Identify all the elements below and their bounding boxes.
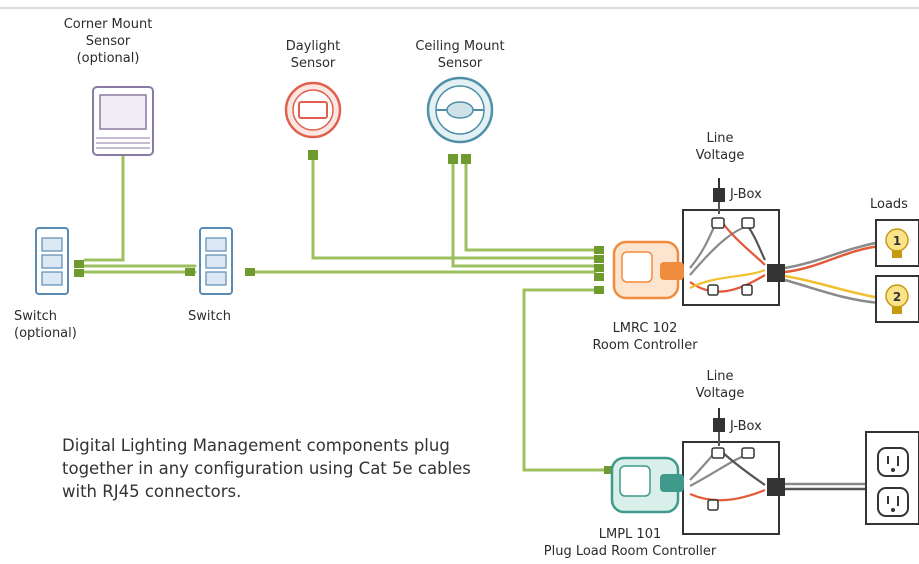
rj45-connector <box>594 286 604 294</box>
rj45-connector <box>308 150 318 160</box>
label-line: LMPL 101 <box>598 527 662 542</box>
rj45-connector <box>594 273 604 281</box>
label-line: Ceiling Mount <box>415 39 505 54</box>
label-line: Voltage <box>695 148 745 163</box>
plug-load-controller-label: LMPL 101 Plug Load Room Controller <box>530 526 730 560</box>
wire-nuts <box>707 217 755 296</box>
rj45-connector <box>448 154 458 164</box>
label-line: Line <box>706 369 734 384</box>
daylight-sensor-label: Daylight Sensor <box>275 38 351 72</box>
rj45-connectors <box>74 140 614 474</box>
switch-optional-label: Switch (optional) <box>14 308 77 342</box>
rj45-connector <box>74 269 84 277</box>
label-line: LMRC 102 <box>612 321 678 336</box>
plug-load-controller-icon <box>610 456 684 514</box>
rj45-connector <box>74 260 84 268</box>
room-controller-icon <box>612 240 684 300</box>
ceiling-mount-sensor-label: Ceiling Mount Sensor <box>400 38 520 72</box>
daylight-sensor-icon <box>284 81 342 139</box>
rj45-connector <box>461 154 471 164</box>
outlet-wiring <box>785 482 868 491</box>
diagram-caption: Digital Lighting Management components p… <box>62 436 471 501</box>
j-box-2-icon <box>682 408 780 535</box>
label-line: Plug Load Room Controller <box>543 544 717 559</box>
label-line: (optional) <box>14 326 77 341</box>
cable-corner-sensor <box>83 150 125 262</box>
cable-ceiling-sensor-1 <box>451 160 597 268</box>
bulb-2-number: 2 <box>893 290 901 304</box>
line-voltage-1-label: Line Voltage <box>690 130 750 164</box>
j-box-1-label: J-Box <box>730 187 762 202</box>
rj45-connector <box>604 466 614 474</box>
switch-optional-icon <box>35 227 69 295</box>
corner-mount-sensor-icon <box>92 86 154 156</box>
rj45-connector <box>594 255 604 263</box>
switch-label: Switch <box>188 309 231 324</box>
label-line: Room Controller <box>592 338 698 353</box>
label-line: Sensor <box>85 34 131 49</box>
cable-daylight-sensor <box>311 156 597 260</box>
j-box-2-label: J-Box <box>730 419 762 434</box>
conduit-connector <box>767 264 785 282</box>
light-bulb-2-icon <box>875 275 919 323</box>
room-controller-label: LMRC 102 Room Controller <box>570 320 720 354</box>
light-bulb-1-icon <box>875 219 919 267</box>
cable-plug-controller <box>522 288 614 472</box>
rj45-connector <box>245 268 255 276</box>
label-line: Line <box>706 131 734 146</box>
conduit-connector <box>767 478 785 496</box>
label-line: Sensor <box>290 56 336 71</box>
label-line: Switch <box>14 309 57 324</box>
rj45-connector <box>594 264 604 272</box>
bulb-1-number: 1 <box>893 234 901 248</box>
ceiling-mount-sensor-icon <box>426 76 494 144</box>
rj45-connector <box>185 268 195 276</box>
rj45-connector <box>594 246 604 254</box>
label-line: Daylight <box>285 39 341 54</box>
corner-mount-sensor-label: Corner Mount Sensor (optional) <box>62 16 154 67</box>
label-line: Voltage <box>695 386 745 401</box>
cable-ceiling-sensor-2 <box>464 160 597 252</box>
label-line: (optional) <box>76 51 140 66</box>
cat5e-cables <box>80 150 614 472</box>
switch-icon <box>199 227 233 295</box>
duplex-outlet-icon <box>865 431 919 525</box>
loads-label: Loads <box>870 197 908 212</box>
label-line: Sensor <box>437 56 483 71</box>
line-voltage-2-label: Line Voltage <box>690 368 750 402</box>
load-wiring <box>784 240 881 305</box>
label-line: Corner Mount <box>63 17 153 32</box>
